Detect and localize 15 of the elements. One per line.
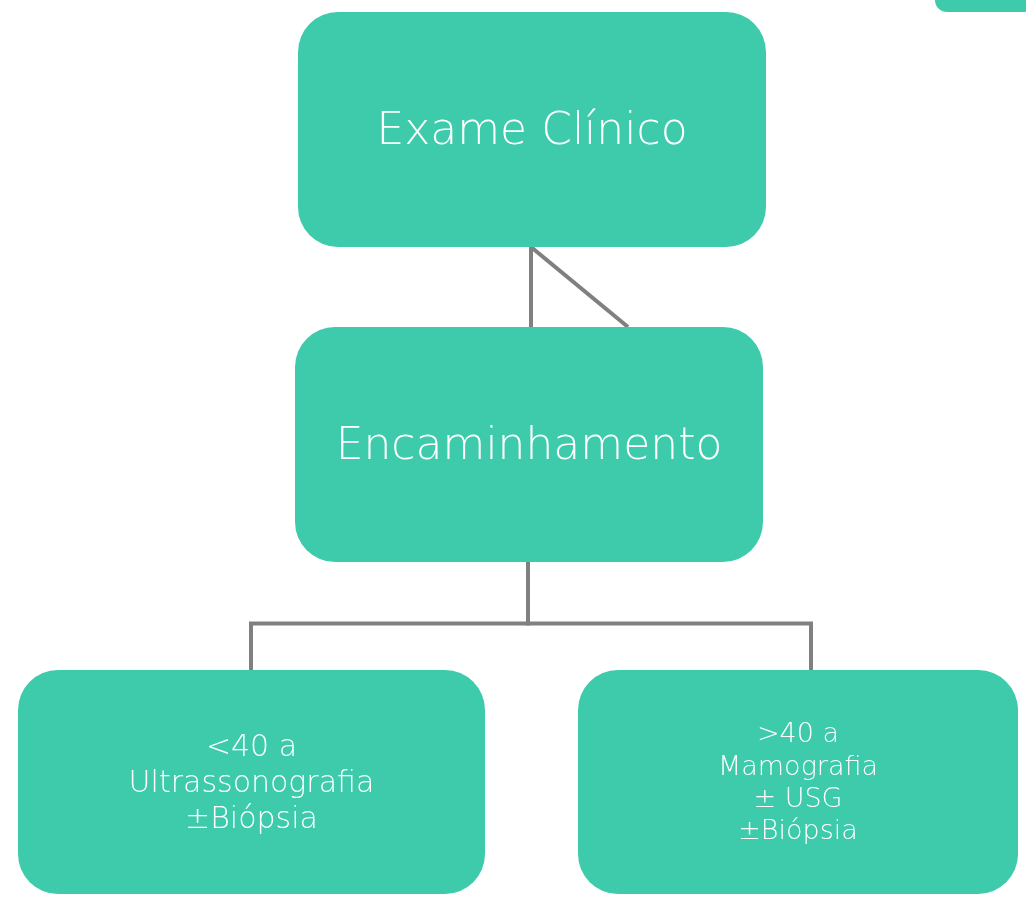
- connector-line: [529, 247, 533, 327]
- node-label: <40 a: [205, 728, 298, 764]
- process-box: [578, 670, 1018, 894]
- process-box: [298, 12, 766, 247]
- node-label: ±Biópsia: [738, 814, 858, 847]
- node-label: Encaminhamento: [335, 418, 723, 471]
- node-label: Mamografia: [717, 749, 879, 782]
- node-label: ± USG: [753, 782, 843, 815]
- node-label: ±Biópsia: [185, 800, 318, 836]
- node-label: Ultrassonografia: [128, 764, 375, 800]
- process-box: [295, 327, 763, 562]
- process-box: [18, 670, 485, 894]
- connector-line: [526, 562, 813, 670]
- node-label: >40 a: [756, 717, 840, 750]
- node-label: Exame Clínico: [376, 103, 688, 156]
